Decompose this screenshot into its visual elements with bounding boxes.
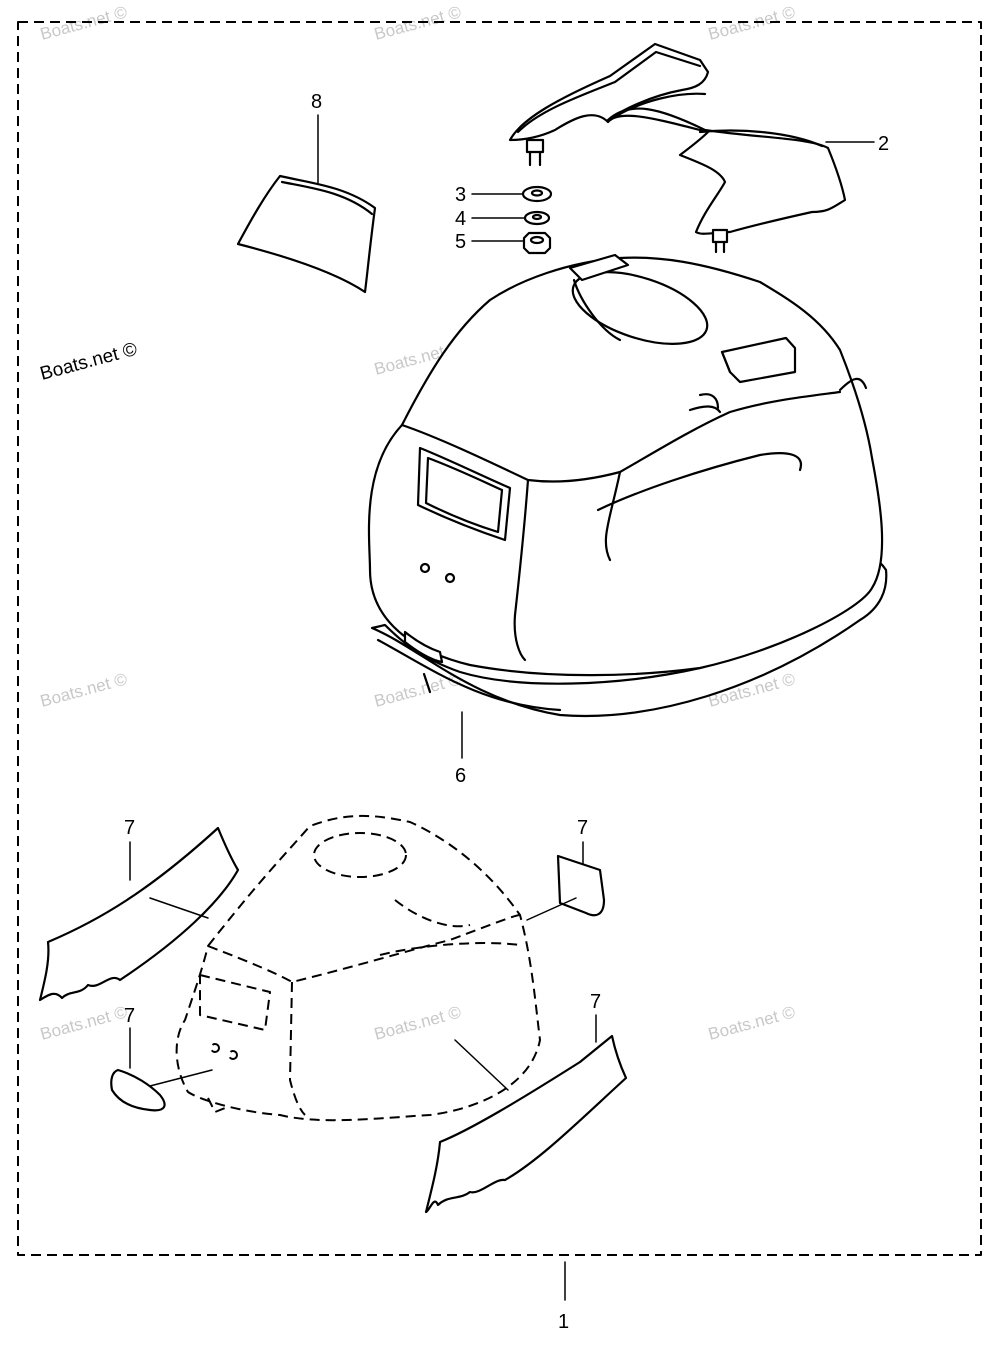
callout-8: 8 xyxy=(311,91,322,113)
part-4-spring-washer xyxy=(471,210,551,226)
watermark: Boats.net © xyxy=(38,669,129,711)
part-7-right-decal xyxy=(526,841,606,921)
watermark: Boats.net © xyxy=(706,2,797,44)
callout-6: 6 xyxy=(455,765,466,787)
part-7-front-decal xyxy=(110,1027,213,1112)
part-8-pad xyxy=(236,114,377,294)
watermark: Boats.net © xyxy=(372,2,463,44)
top-cowl xyxy=(367,253,884,677)
watermark: Boats.net © xyxy=(706,1002,797,1044)
part-3-washer xyxy=(471,185,553,203)
part-7-left-decal xyxy=(38,826,240,1002)
callout-4: 4 xyxy=(455,208,466,230)
part-7-lower-decal xyxy=(424,1014,628,1214)
lower-cowl-outline xyxy=(175,814,541,1122)
callout-labels: 8 2 3 4 5 6 7 7 7 7 1 xyxy=(124,91,889,1333)
part-5-nut xyxy=(471,231,552,255)
callout-1: 1 xyxy=(558,1311,569,1333)
callout-7-lower: 7 xyxy=(590,991,601,1013)
callout-2: 2 xyxy=(878,133,889,155)
watermark: Boats.net © xyxy=(38,2,129,44)
watermark: Boats.net © xyxy=(372,669,463,711)
callout-5: 5 xyxy=(455,231,466,253)
credit-text: Boats.net © xyxy=(38,339,140,385)
callout-7-left: 7 xyxy=(124,817,135,839)
part-2-upper-cover xyxy=(508,42,875,254)
callout-3: 3 xyxy=(455,184,466,206)
callout-7-right: 7 xyxy=(577,817,588,839)
kit-boundary xyxy=(17,21,982,1256)
watermark: Boats.net © xyxy=(372,1002,463,1044)
callout-7-front: 7 xyxy=(124,1005,135,1027)
watermark: Boats.net © xyxy=(38,1002,129,1044)
